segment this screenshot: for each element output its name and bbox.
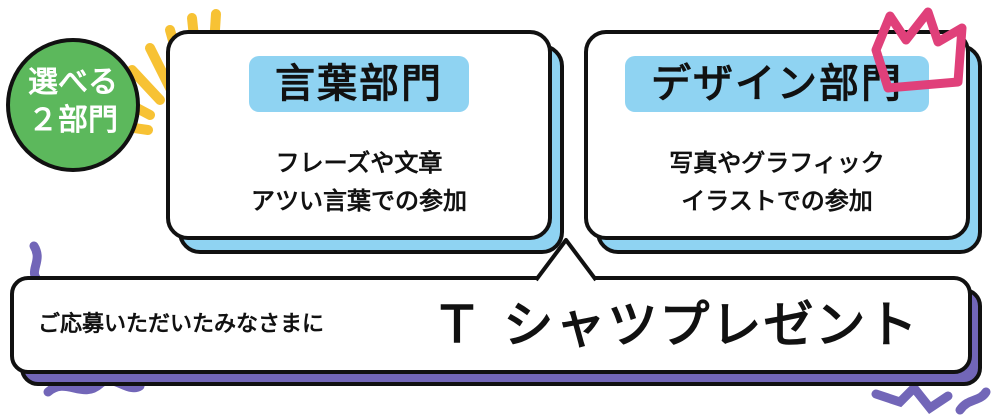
card-words: 言葉部門 フレーズや文章 アツい言葉での参加 <box>166 30 552 240</box>
card-design-title: デザイン部門 <box>625 56 929 112</box>
card-design-desc-line-2: イラストでの参加 <box>681 187 873 215</box>
badge-line-1: 選べる <box>28 65 118 100</box>
card-words-description: フレーズや文章 アツい言葉での参加 <box>170 144 548 220</box>
two-categories-badge: 選べる ２部門 <box>6 38 140 172</box>
card-words-title: 言葉部門 <box>249 56 469 112</box>
banner-lead-text: ご応募いただいたみなさまに <box>38 312 325 337</box>
card-design: デザイン部門 写真やグラフィック イラストでの参加 <box>584 30 970 240</box>
card-design-description: 写真やグラフィック イラストでの参加 <box>588 144 966 220</box>
card-words-desc-line-2: アツい言葉での参加 <box>251 187 467 215</box>
banner-main-text: Ｔ シャツプレゼント <box>432 296 920 354</box>
badge-line-2: ２部門 <box>28 103 118 138</box>
card-design-desc-line-1: 写真やグラフィック <box>669 149 885 177</box>
present-banner: ご応募いただいたみなさまに Ｔ シャツプレゼント <box>10 276 972 374</box>
card-words-desc-line-1: フレーズや文章 <box>275 149 443 177</box>
